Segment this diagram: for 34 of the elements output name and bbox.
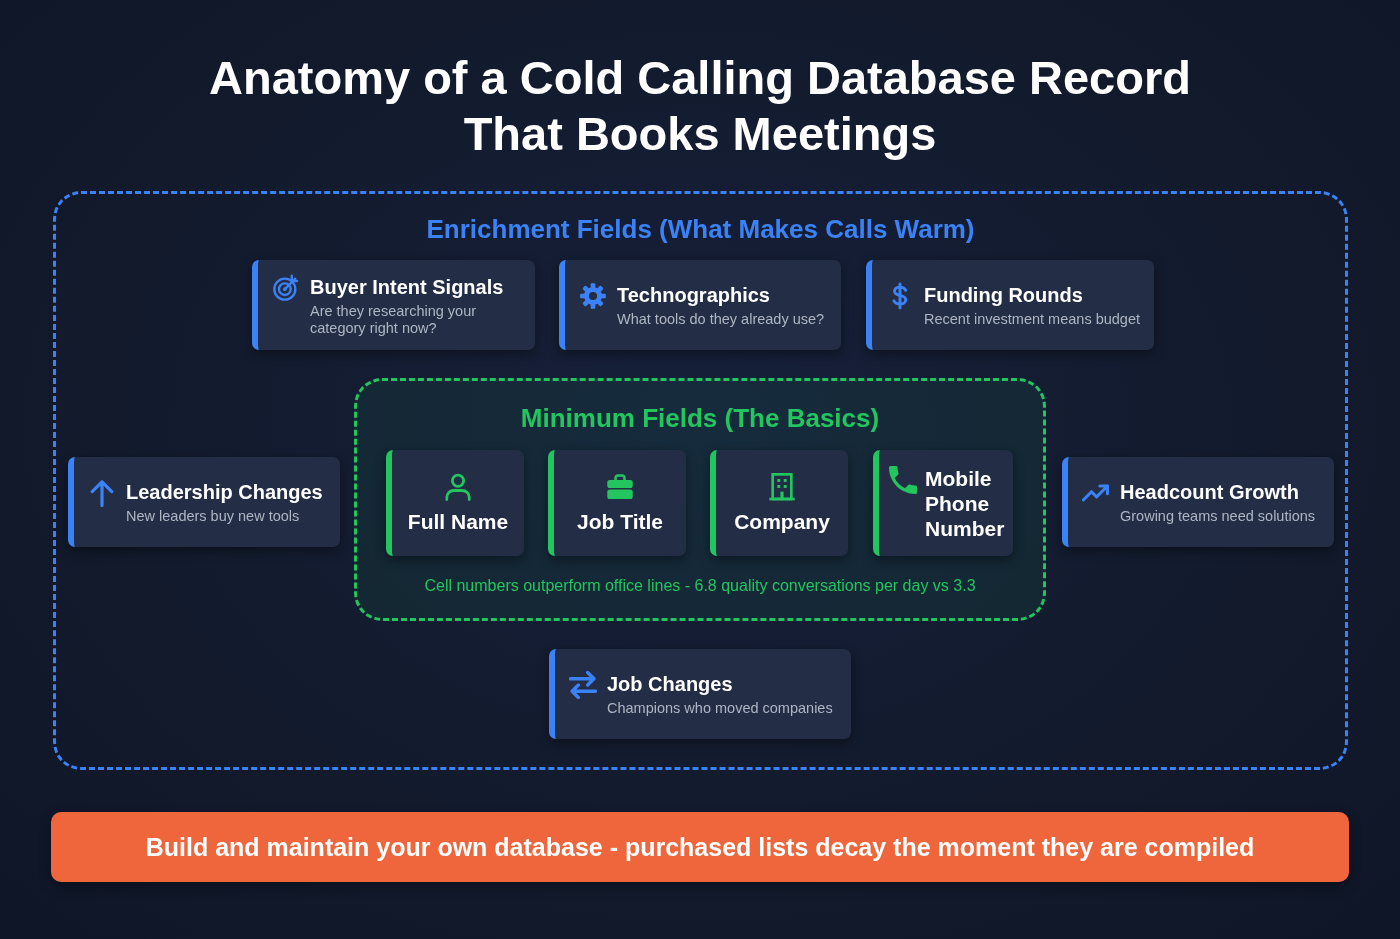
field-label: Job Title	[577, 508, 663, 534]
field-label: Full Name	[407, 508, 509, 534]
card-title: Funding Rounds	[924, 283, 1083, 308]
note-text: Cell numbers outperform office lines - 6.8 quality conversations per day vs 3.3	[424, 576, 976, 596]
card-description: Champions who moved companies	[607, 700, 833, 717]
field-card	[1062, 457, 1334, 547]
card-title: Headcount Growth	[1120, 480, 1299, 505]
field-card	[252, 260, 535, 350]
field-card	[549, 649, 851, 739]
card-description: Recent investment means budget	[924, 311, 1140, 328]
dashed-region	[354, 378, 1046, 621]
field-card	[68, 457, 340, 547]
field-tile	[386, 450, 524, 556]
field-card	[559, 260, 841, 350]
card-description: What tools do they already use?	[617, 311, 825, 328]
card-description: New leaders buy new tools	[126, 508, 300, 525]
dashed-region	[53, 191, 1348, 770]
banner-text: Build and maintain your own database - purchased lists decay the moment they are compiled	[145, 832, 1255, 862]
card-description: Growing teams need solutions	[1120, 508, 1316, 525]
field-card	[866, 260, 1154, 350]
field-label: Mobile Phone Number	[925, 465, 1005, 541]
card-description: Are they researching your category right now?	[310, 302, 478, 337]
section-heading: Enrichment Fields (What Makes Calls Warm)	[426, 213, 975, 245]
card-title: Buyer Intent Signals	[310, 274, 504, 300]
field-tile	[548, 450, 686, 556]
diagram-title: Anatomy of a Cold Calling Database Record That Books Meetings	[208, 50, 1192, 162]
card-title: Technographics	[617, 283, 770, 308]
field-tile	[710, 450, 848, 556]
card-title: Job Changes	[607, 672, 733, 697]
card-title: Leadership Changes	[126, 480, 323, 505]
field-label: Company	[734, 508, 830, 534]
field-tile	[873, 450, 1013, 556]
section-heading: Minimum Fields (The Basics)	[520, 402, 880, 434]
callout-banner	[51, 812, 1349, 882]
